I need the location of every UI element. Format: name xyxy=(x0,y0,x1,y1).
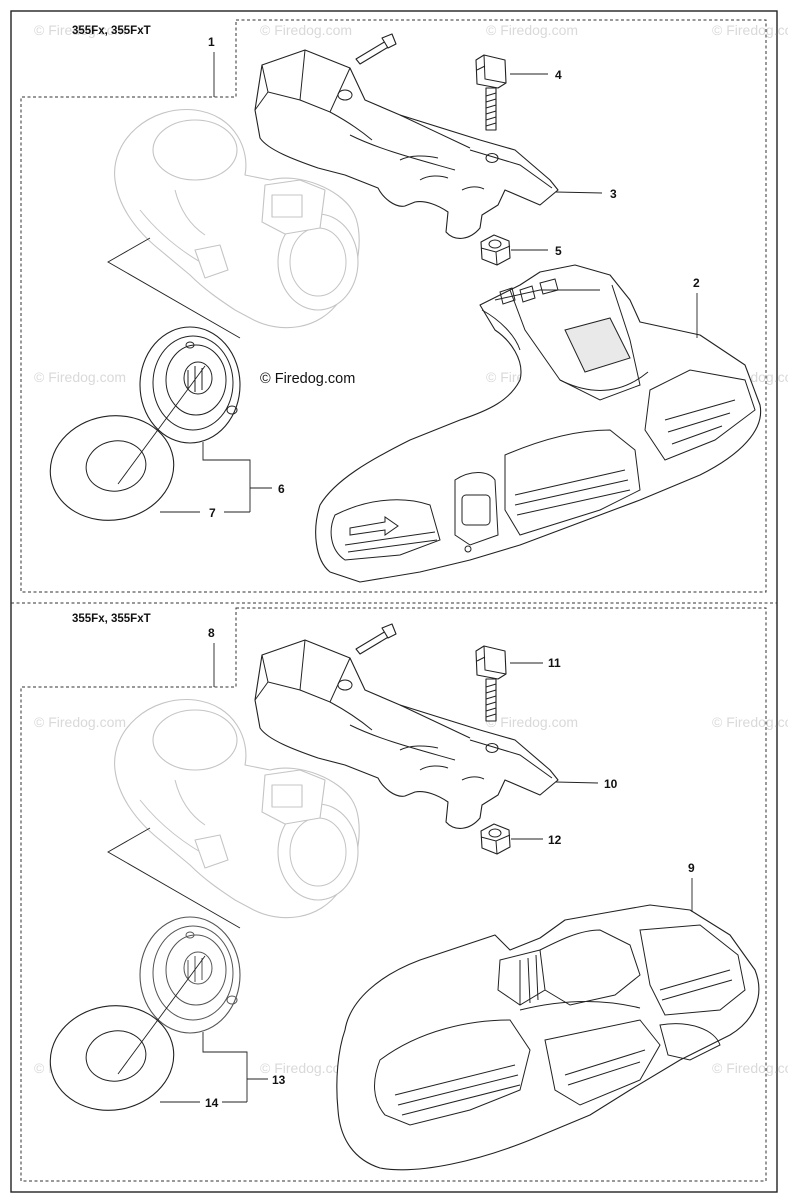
washer xyxy=(49,415,175,521)
section-top: 355Fx, 355FxT 1 xyxy=(20,19,767,593)
callout-guard: 2 xyxy=(693,276,700,290)
callout-support-cup: 13 xyxy=(272,1073,286,1087)
assembly-line xyxy=(107,827,241,929)
section-bottom: 355Fx, 355FxT 8 xyxy=(20,607,767,1182)
leader-line xyxy=(555,191,603,194)
support-cup xyxy=(139,326,241,444)
trimmer-guard xyxy=(315,264,762,583)
callout-kit: 8 xyxy=(208,626,215,640)
outer-frame xyxy=(10,10,778,1193)
watermark: © Firedog.com xyxy=(486,714,578,730)
leader-line xyxy=(202,442,272,512)
clutch-housing-ghost xyxy=(114,109,360,329)
adjustment-screw xyxy=(475,645,507,722)
watermark: © Firedog.com xyxy=(712,22,788,38)
watermark: © Firedog.com xyxy=(712,1060,788,1076)
callout-bracket: 3 xyxy=(610,187,617,201)
clutch-housing-ghost xyxy=(114,699,360,919)
model-label: 355Fx, 355FxT xyxy=(72,613,151,625)
assembly-line xyxy=(107,237,241,339)
guard-bracket xyxy=(254,639,559,829)
callout-washer: 14 xyxy=(205,1096,219,1110)
watermark: © Firedog.com xyxy=(260,1060,352,1076)
watermark: © Firedog.com xyxy=(712,714,788,730)
watermark: © Firedog.com xyxy=(260,22,352,38)
kit-boundary xyxy=(20,607,767,1182)
guard-bracket xyxy=(254,49,559,239)
callout-nut: 12 xyxy=(548,833,562,847)
kit-boundary xyxy=(20,19,767,593)
callout-screw: 4 xyxy=(555,68,562,82)
adjustment-screw xyxy=(475,54,507,131)
callout-washer: 7 xyxy=(209,506,216,520)
support-cup xyxy=(139,916,241,1034)
callout-support-cup: 6 xyxy=(278,482,285,496)
bracket-bolt xyxy=(355,623,397,655)
lock-nut xyxy=(480,234,511,266)
trimmer-guard xyxy=(336,904,760,1171)
watermark: © Firedog.com xyxy=(34,714,126,730)
callout-kit: 1 xyxy=(208,35,215,49)
callout-bracket: 10 xyxy=(604,777,618,791)
watermark: © Firedog.com xyxy=(34,369,126,385)
axis-line xyxy=(117,955,206,1075)
washer xyxy=(49,1005,175,1111)
watermark: © Firedog.com xyxy=(486,22,578,38)
callout-nut: 5 xyxy=(555,244,562,258)
callout-screw: 11 xyxy=(548,656,561,670)
watermark: © Firedog.com xyxy=(34,22,126,38)
model-label: 355Fx, 355FxT xyxy=(72,25,151,37)
copyright-text: © Firedog.com xyxy=(260,371,355,387)
callout-guard: 9 xyxy=(688,861,695,875)
leader-line xyxy=(202,1032,268,1102)
axis-line xyxy=(117,365,206,485)
leader-line xyxy=(555,781,599,784)
lock-nut xyxy=(480,823,511,855)
bracket-bolt xyxy=(355,33,397,65)
